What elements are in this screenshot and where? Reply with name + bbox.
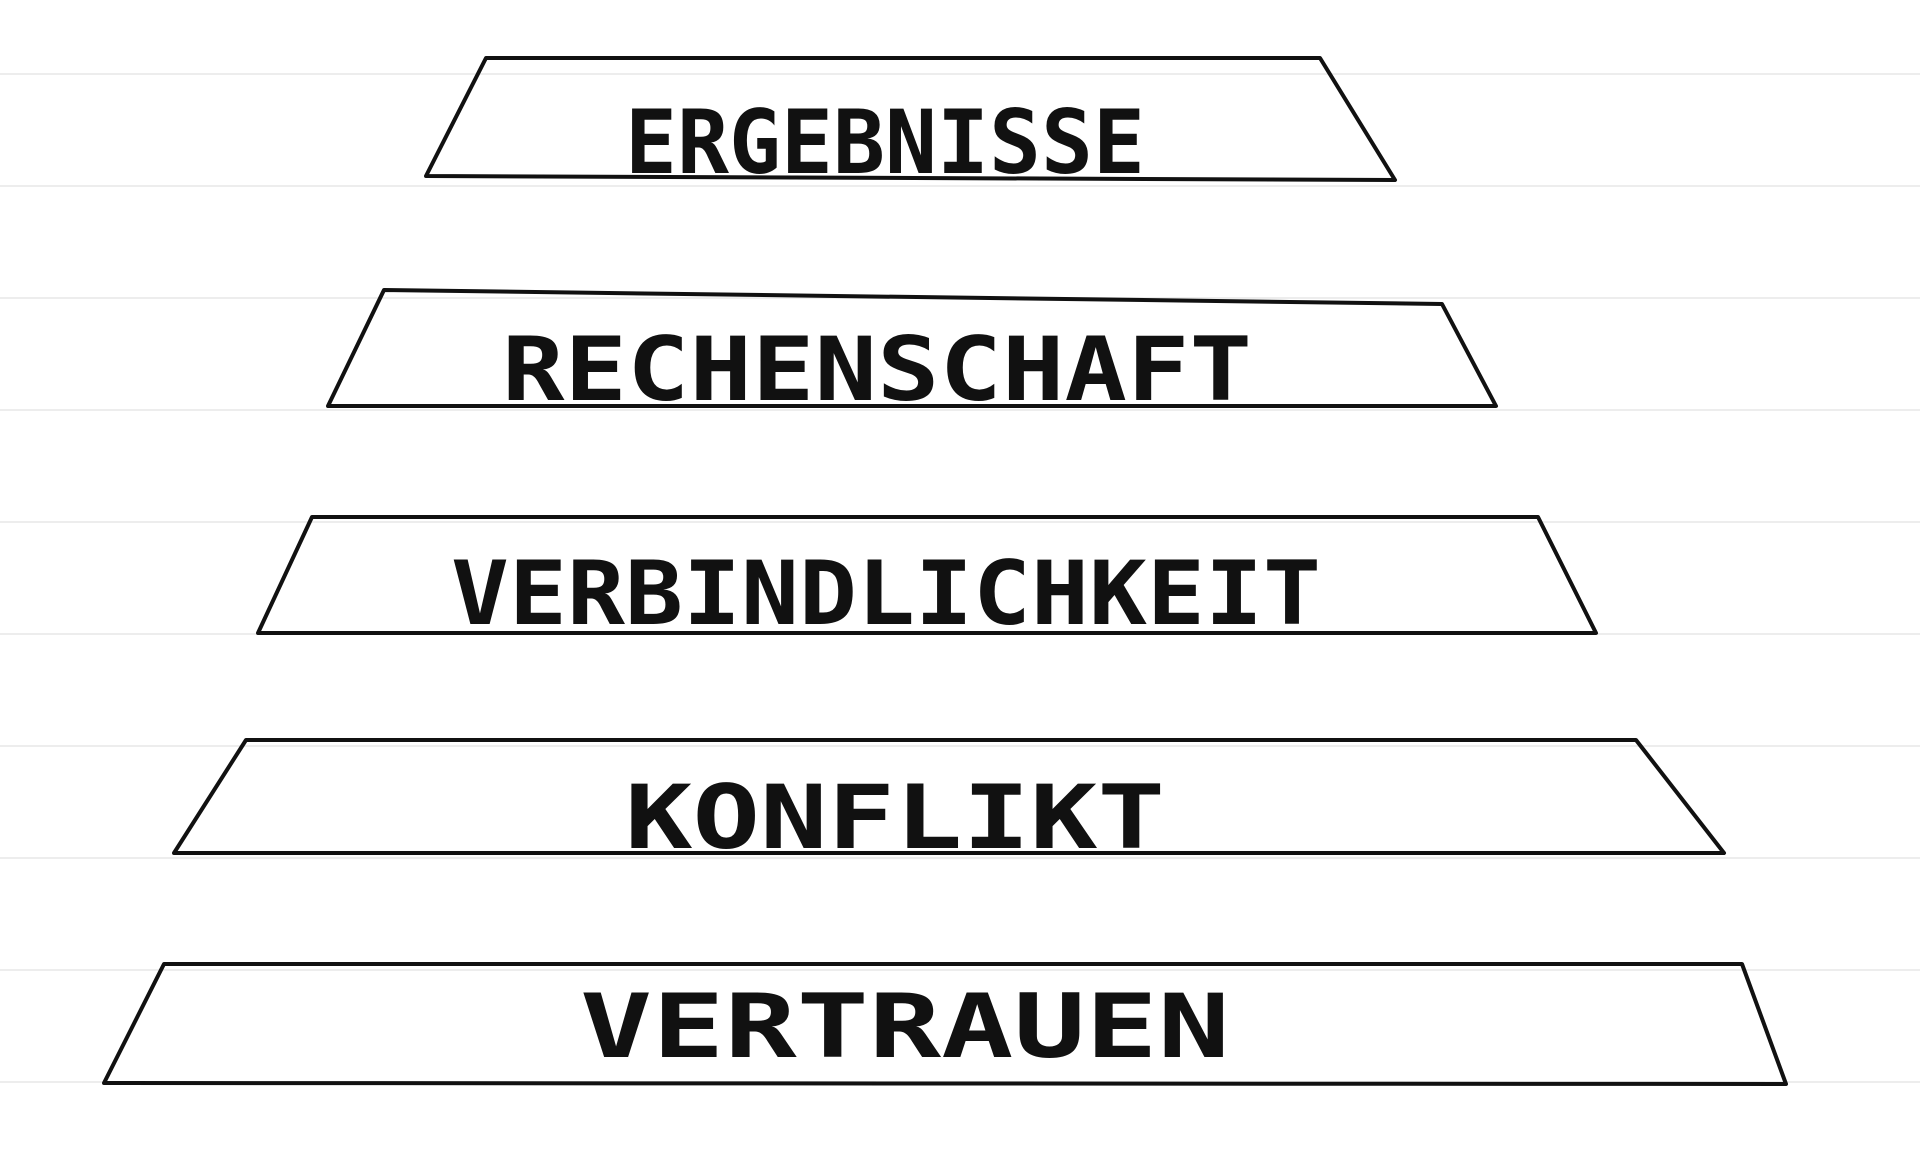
level-2-outline: [326, 288, 1498, 408]
pyramid-level-1: ERGEBNISSE: [424, 56, 1397, 194]
level-3-label: VERBINDLICHKEIT: [451, 542, 1321, 645]
level-5-label: VERTRAUEN: [580, 975, 1230, 1078]
level-1-outline: [424, 56, 1397, 182]
pyramid-level-5: VERTRAUEN: [102, 962, 1788, 1086]
level-5-outline: [102, 962, 1788, 1086]
level-2-label: RECHENSCHAFT: [502, 318, 1252, 421]
level-4-outline: [172, 738, 1726, 855]
pyramid-level-4: KONFLIKT: [172, 738, 1726, 869]
level-1-label: ERGEBNISSE: [625, 91, 1145, 194]
level-3-outline: [256, 515, 1598, 635]
pyramid-level-3: VERBINDLICHKEIT: [256, 515, 1598, 645]
pyramid-level-2: RECHENSCHAFT: [326, 288, 1498, 421]
level-4-label: KONFLIKT: [625, 766, 1165, 869]
